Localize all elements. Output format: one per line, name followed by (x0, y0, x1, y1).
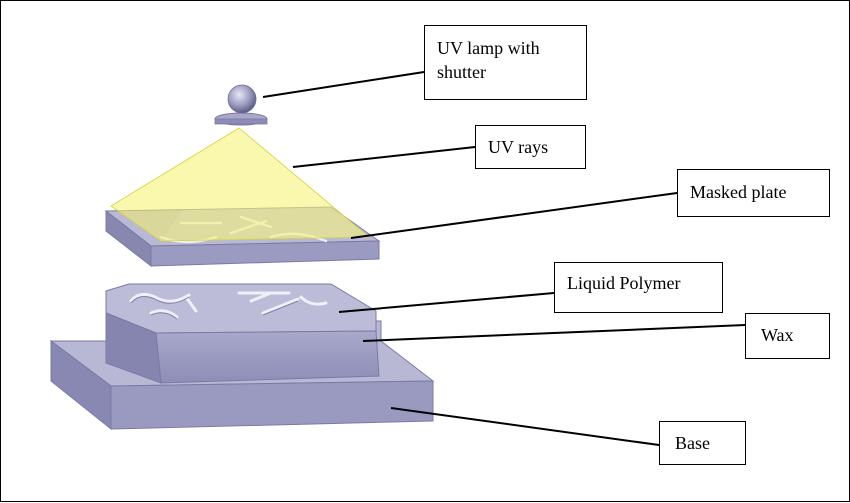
pointer-arrows (262, 65, 756, 452)
label-masked-plate: Masked plate (677, 169, 830, 217)
plate-front-face (150, 240, 380, 267)
lamp-bulb-icon (227, 84, 257, 114)
label-wax: Wax (745, 313, 830, 359)
arrow-base (390, 407, 670, 452)
base-side-face (50, 340, 112, 431)
uv-rays-cone (110, 127, 371, 242)
label-uv-lamp: UV lamp with shutter (424, 25, 587, 100)
wax-top-face (105, 283, 377, 334)
plate-side-face (105, 209, 152, 268)
polymer-pattern-shadow (130, 296, 299, 320)
arrow-masked-plate (350, 186, 688, 239)
lamp-shutter-rim (214, 118, 268, 125)
wax-front-face (155, 330, 380, 384)
uv-lamp (214, 84, 268, 126)
polymer-pattern (129, 291, 328, 319)
base-front-face (110, 380, 434, 430)
wax-side-face (105, 312, 162, 384)
uv-rays-front-face (161, 128, 369, 241)
arrow-uv-rays (292, 140, 486, 168)
wax-block (105, 283, 380, 384)
label-base: Base (659, 421, 746, 465)
arrow-wax (362, 319, 756, 342)
uv-rays-left-face (111, 128, 239, 241)
arrow-liquid-polymer (338, 287, 565, 313)
label-liquid-polymer: Liquid Polymer (554, 262, 723, 313)
label-uv-rays: UV rays (475, 125, 586, 169)
arrow-uv-lamp (262, 65, 435, 98)
uv-rays-outline (110, 127, 371, 242)
